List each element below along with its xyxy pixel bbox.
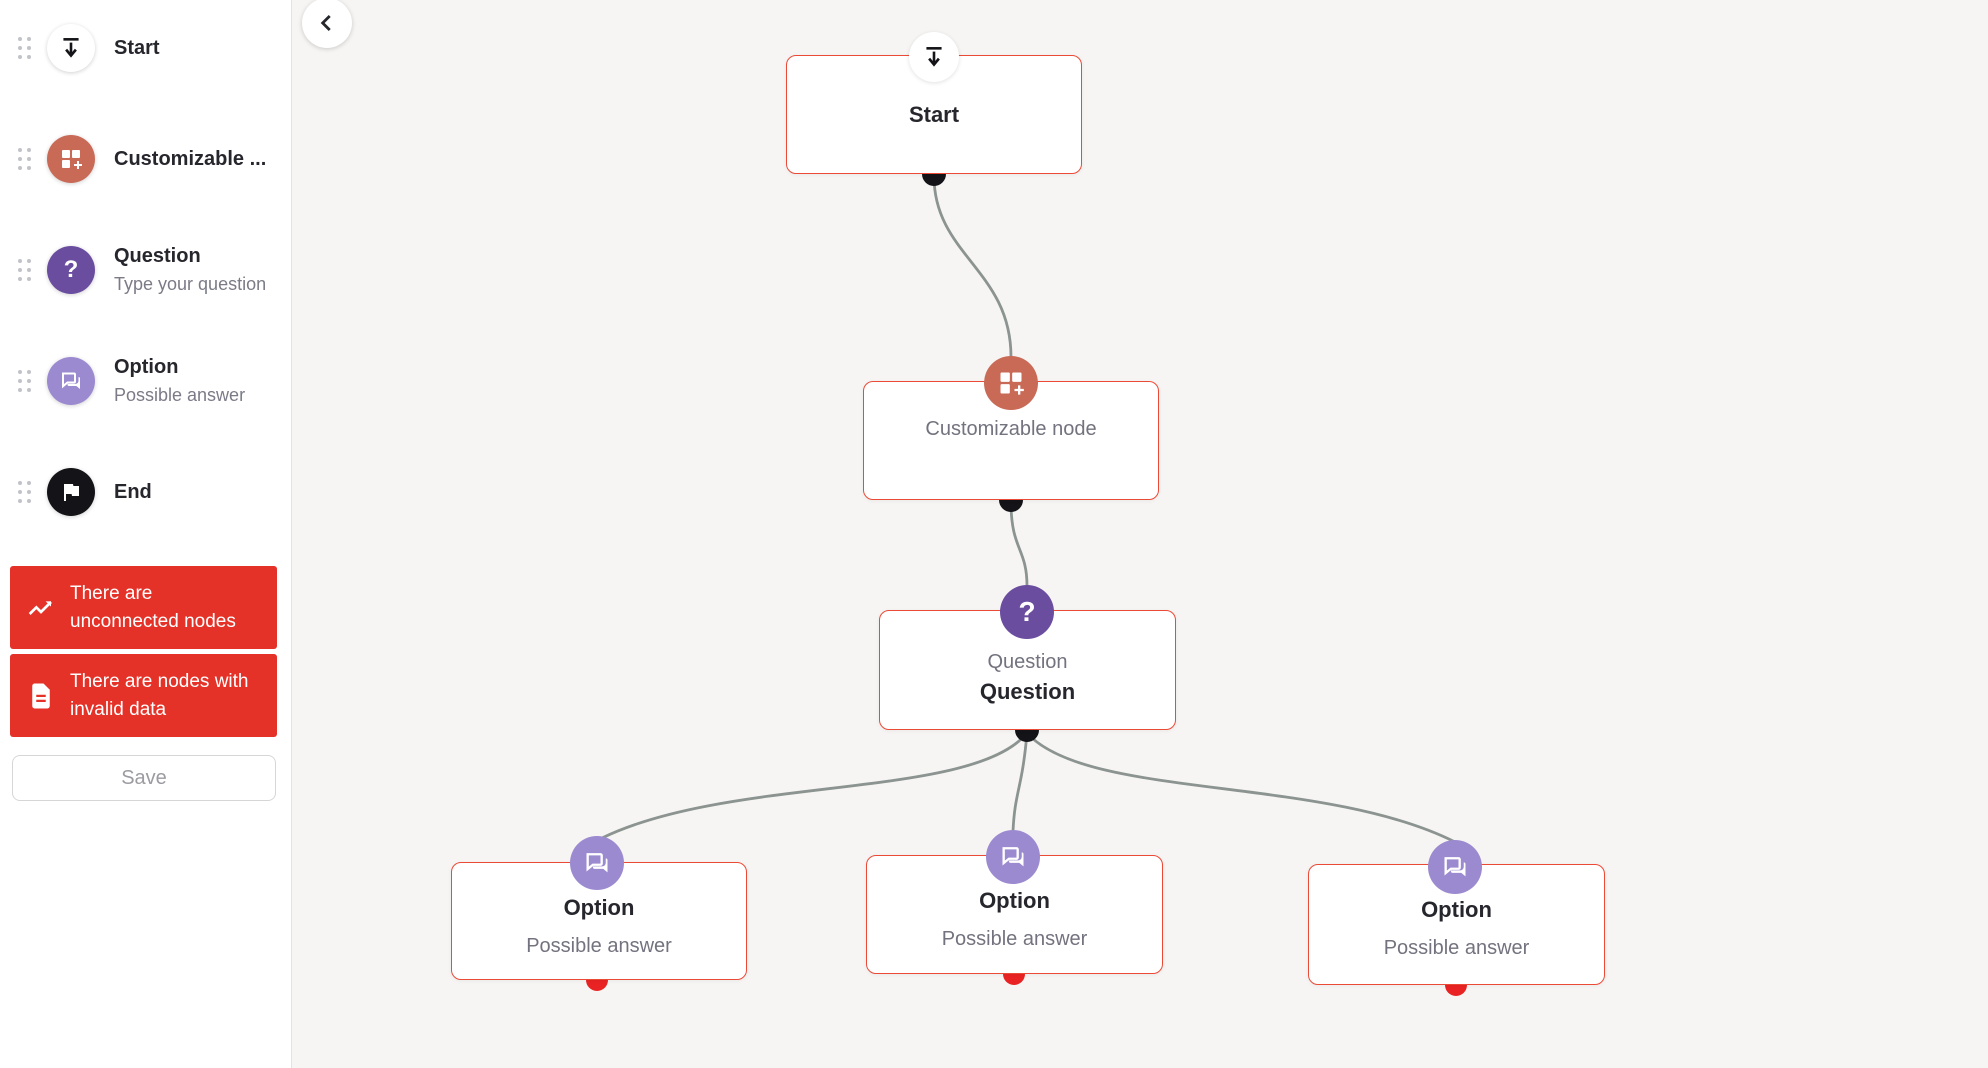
node-title: Option — [563, 895, 635, 920]
palette-item-label: Start — [114, 37, 160, 59]
node-title: Customizable node — [925, 418, 1097, 440]
warning-text: There are unconnected nodes — [70, 583, 236, 632]
node-question-text: Question — [979, 679, 1076, 704]
node-palette-sidebar: Start Customizable ... ? Question Type y… — [0, 0, 292, 1068]
palette-item-label: End — [114, 481, 152, 503]
collapse-sidebar-button[interactable] — [302, 0, 352, 48]
question-mark-icon: ? — [47, 246, 95, 294]
node-title: Option — [979, 888, 1050, 913]
palette-item-label: Question — [114, 244, 201, 267]
warning-invalid-data: There are nodes with invalid data — [10, 654, 277, 738]
node-subtitle: Possible answer — [1383, 937, 1530, 959]
connector-edge — [1011, 732, 1029, 832]
flow-node-option-1[interactable]: Option Possible answer — [451, 862, 747, 980]
connector-edge — [932, 175, 1013, 358]
connector-edge — [1025, 732, 1456, 844]
node-title: Option — [1421, 897, 1492, 922]
palette-item-label: Option — [114, 355, 179, 378]
palette-item-question[interactable]: ? Question Type your question — [0, 232, 291, 308]
drag-handle-icon[interactable] — [18, 370, 31, 392]
vertical-align-down-icon — [909, 32, 959, 82]
flag-icon — [47, 468, 95, 516]
trending-up-icon — [24, 592, 58, 624]
chevron-left-icon — [320, 14, 331, 32]
palette-item-subtitle: Type your question — [114, 273, 267, 294]
dashboard-customize-icon — [984, 356, 1038, 410]
chat-bubbles-icon — [570, 836, 624, 890]
connector-edge — [601, 732, 1029, 840]
node-type-label: Question — [987, 651, 1068, 673]
palette-item-label: Customizable ... — [114, 148, 267, 170]
palette-item-option[interactable]: Option Possible answer — [0, 343, 291, 419]
node-subtitle: Possible answer — [941, 928, 1088, 950]
dashboard-customize-icon — [47, 135, 95, 183]
chat-bubbles-icon — [986, 830, 1040, 884]
document-icon — [24, 681, 58, 711]
save-button[interactable]: Save — [12, 755, 276, 801]
warning-unconnected-nodes: There are unconnected nodes — [10, 566, 277, 650]
drag-handle-icon[interactable] — [18, 259, 31, 281]
node-title: Start — [908, 101, 960, 127]
drag-handle-icon[interactable] — [18, 148, 31, 170]
node-subtitle: Possible answer — [526, 935, 672, 957]
question-mark-glyph: ? — [1018, 596, 1036, 627]
vertical-align-down-icon — [47, 24, 95, 72]
palette-item-start[interactable]: Start — [0, 10, 291, 86]
flow-canvas[interactable]: Start Customizable node Question Questio… — [292, 0, 1988, 1068]
palette-item-subtitle: Possible answer — [114, 384, 246, 405]
drag-handle-icon[interactable] — [18, 481, 31, 503]
palette-item-end[interactable]: End — [0, 454, 291, 530]
chat-bubbles-icon — [1428, 840, 1482, 894]
palette-item-customizable[interactable]: Customizable ... — [0, 121, 291, 197]
connector-edge — [1009, 501, 1029, 587]
chat-bubbles-icon — [47, 357, 95, 405]
warning-text: There are nodes with invalid data — [70, 671, 249, 720]
validation-warnings: There are unconnected nodes There are no… — [0, 566, 277, 742]
drag-handle-icon[interactable] — [18, 37, 31, 59]
question-mark-icon: ? — [1000, 585, 1054, 639]
